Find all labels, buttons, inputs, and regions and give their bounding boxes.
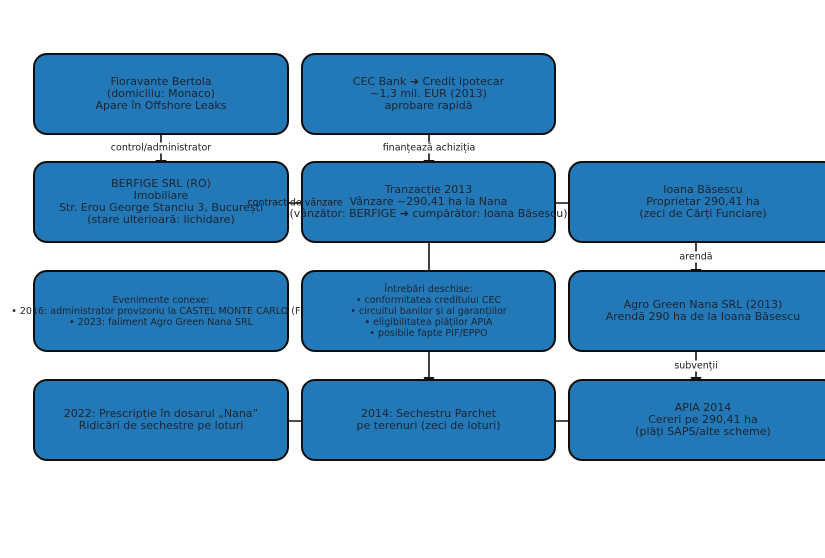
node-fioravante-bertola: Fioravante Bertola (domiciliu: Monaco) A… xyxy=(33,53,289,135)
node-line: • conformitatea creditului CEC xyxy=(355,294,502,306)
node-line: Apare în Offshore Leaks xyxy=(95,99,227,112)
node-agro-green-nana: Agro Green Nana SRL (2013) Arendă 290 ha… xyxy=(568,270,825,352)
node-line: Vânzare ~290,41 ha la Nana xyxy=(349,195,508,208)
node-line: Ridicări de sechestre pe loturi xyxy=(78,419,244,432)
node-line: BERFIGE SRL (RO) xyxy=(111,177,211,190)
node-line: Întrebări deschise: xyxy=(384,283,473,295)
edge-label-arenda: arendă xyxy=(677,251,715,263)
node-line: (stare ulterioară: lichidare) xyxy=(87,213,235,226)
node-line: Ioana Băsescu xyxy=(663,183,743,196)
node-evenimente-conexe: Evenimente conexe: • 2016: administrator… xyxy=(11,270,311,352)
node-line: (zeci de Cărți Funciare) xyxy=(639,207,767,220)
node-line: • 2016: administrator provizoriu la CAST… xyxy=(11,305,311,317)
node-line: 2022: Prescripție în dosarul „Nana” xyxy=(63,407,259,420)
node-ioana-basescu: Ioana Băsescu Proprietar 290,41 ha (zeci… xyxy=(568,161,825,243)
node-tranzactie-2013: Tranzacție 2013 Vânzare ~290,41 ha la Na… xyxy=(289,161,568,243)
node-line: ~1,3 mil. EUR (2013) xyxy=(370,87,487,100)
node-line: APIA 2014 xyxy=(674,401,732,414)
node-line: Imobiliare xyxy=(133,189,189,202)
node-line: Fioravante Bertola xyxy=(110,75,212,88)
node-line: Agro Green Nana SRL (2013) xyxy=(623,298,783,311)
node-line: • circuitul banilor și al garanțiilor xyxy=(350,305,507,317)
node-line: • posibile fapte PIF/EPPO xyxy=(369,327,488,339)
node-line: Evenimente conexe: xyxy=(112,294,210,306)
node-line: • eligibilitatea plăților APIA xyxy=(364,316,493,328)
node-intrebari-deschise: Întrebări deschise: • conformitatea cred… xyxy=(301,270,556,352)
node-line: Tranzacție 2013 xyxy=(384,183,473,196)
node-cec-bank: CEC Bank ➜ Credit ipotecar ~1,3 mil. EUR… xyxy=(301,53,556,135)
node-line: (vânzător: BERFIGE ➜ cumpărător: Ioana B… xyxy=(289,207,568,220)
node-line: Str. Erou George Stanciu 3, București xyxy=(58,201,264,214)
node-sechestru-2014: 2014: Sechestru Parchet pe terenuri (zec… xyxy=(301,379,556,461)
edge-label-contract: contract de vânzare xyxy=(247,197,343,209)
edge-label-control: control/administrator xyxy=(108,142,214,154)
node-line: CEC Bank ➜ Credit ipotecar xyxy=(352,75,505,88)
edge-label-finantare: finanțează achiziția xyxy=(380,142,478,154)
edge-label-subventii: subvenții xyxy=(672,360,720,372)
node-line: Cereri pe 290,41 ha xyxy=(648,413,758,426)
node-apia-2014: APIA 2014 Cereri pe 290,41 ha (plăți SAP… xyxy=(568,379,825,461)
node-line: (domiciliu: Monaco) xyxy=(106,87,216,100)
node-line: pe terenuri (zeci de loturi) xyxy=(356,419,501,432)
node-prescriptie-2022: 2022: Prescripție în dosarul „Nana” Ridi… xyxy=(33,379,289,461)
node-berfige-srl: BERFIGE SRL (RO) Imobiliare Str. Erou Ge… xyxy=(33,161,289,243)
node-line: • 2023: faliment Agro Green Nana SRL xyxy=(69,316,253,328)
node-line: (plăți SAPS/alte scheme) xyxy=(635,425,771,438)
node-line: Proprietar 290,41 ha xyxy=(646,195,760,208)
node-line: aprobare rapidă xyxy=(384,99,473,112)
node-line: Arendă 290 ha de la Ioana Băsescu xyxy=(605,310,801,323)
node-line: 2014: Sechestru Parchet xyxy=(360,407,497,420)
